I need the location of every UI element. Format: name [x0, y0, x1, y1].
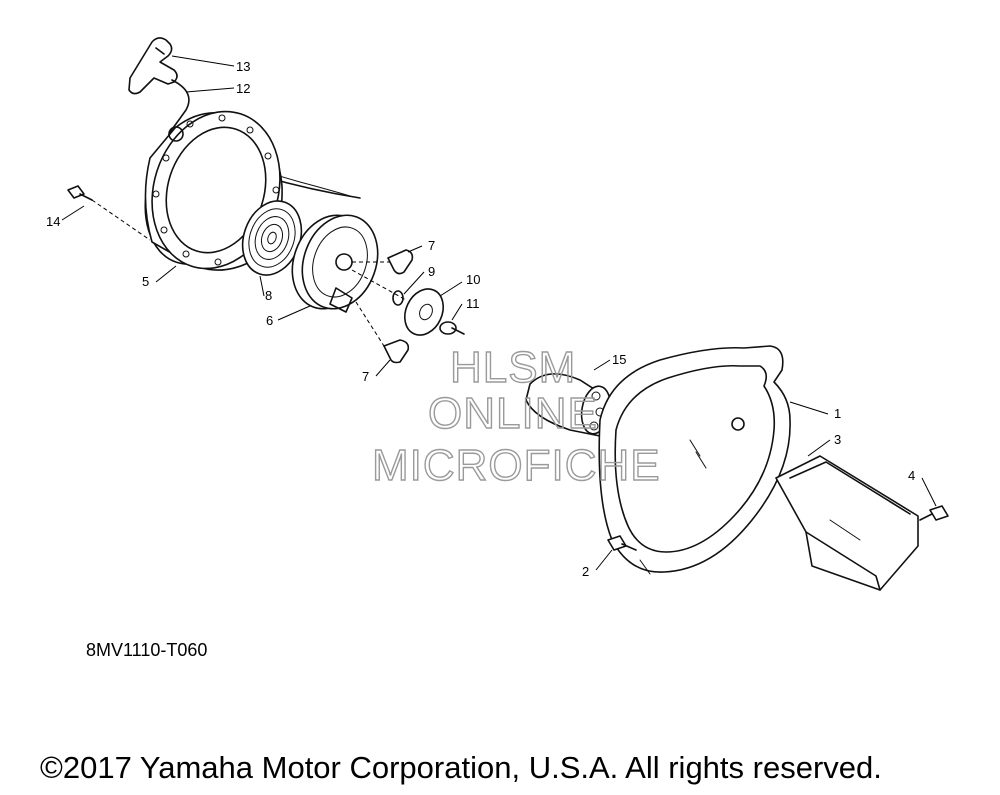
watermark-line-1: HLSM — [450, 343, 576, 392]
callout-1: 1 — [834, 406, 841, 421]
bolt-14-part — [67, 185, 151, 241]
watermark-line-3: MICROFICHE — [372, 441, 661, 490]
callout-13: 13 — [236, 59, 250, 74]
starter-handle-part — [128, 37, 178, 95]
bolt-4-part — [919, 505, 949, 521]
spiral-spring-part — [241, 200, 303, 276]
ring-9-part — [392, 290, 404, 306]
callout-15: 15 — [612, 352, 626, 367]
drawing-code: 8MV1110-T060 — [86, 640, 208, 660]
callout-7-bottom: 7 — [362, 369, 369, 384]
air-duct-part — [775, 455, 919, 591]
callout-12: 12 — [236, 81, 250, 96]
reel-pulley-part — [291, 214, 407, 313]
callout-4: 4 — [908, 468, 915, 483]
pawl-bottom-part — [383, 339, 410, 364]
callout-3: 3 — [834, 432, 841, 447]
callout-14: 14 — [46, 214, 60, 229]
pawl-top-part — [387, 249, 414, 275]
callout-9: 9 — [428, 264, 435, 279]
callout-leaders — [61, 55, 937, 571]
callout-labels: 13 12 14 5 8 6 7 9 10 11 7 15 1 3 2 4 — [46, 59, 915, 579]
callout-8: 8 — [265, 288, 272, 303]
callout-10: 10 — [466, 272, 480, 287]
fan-shroud-part — [598, 345, 791, 575]
copyright-notice: ©2017 Yamaha Motor Corporation, U.S.A. A… — [40, 750, 882, 785]
watermark: HLSM ONLINE MICROFICHE — [371, 342, 661, 490]
callout-5: 5 — [142, 274, 149, 289]
callout-6: 6 — [266, 313, 273, 328]
bolt-2-part — [607, 535, 637, 551]
watermark-line-2: ONLINE — [428, 389, 598, 438]
callout-11: 11 — [466, 296, 480, 311]
screw-11-part — [439, 321, 465, 335]
callout-7-top: 7 — [428, 238, 435, 253]
friction-plate-part — [403, 288, 445, 336]
callout-2: 2 — [582, 564, 589, 579]
housing-bolt-holes — [152, 114, 280, 266]
